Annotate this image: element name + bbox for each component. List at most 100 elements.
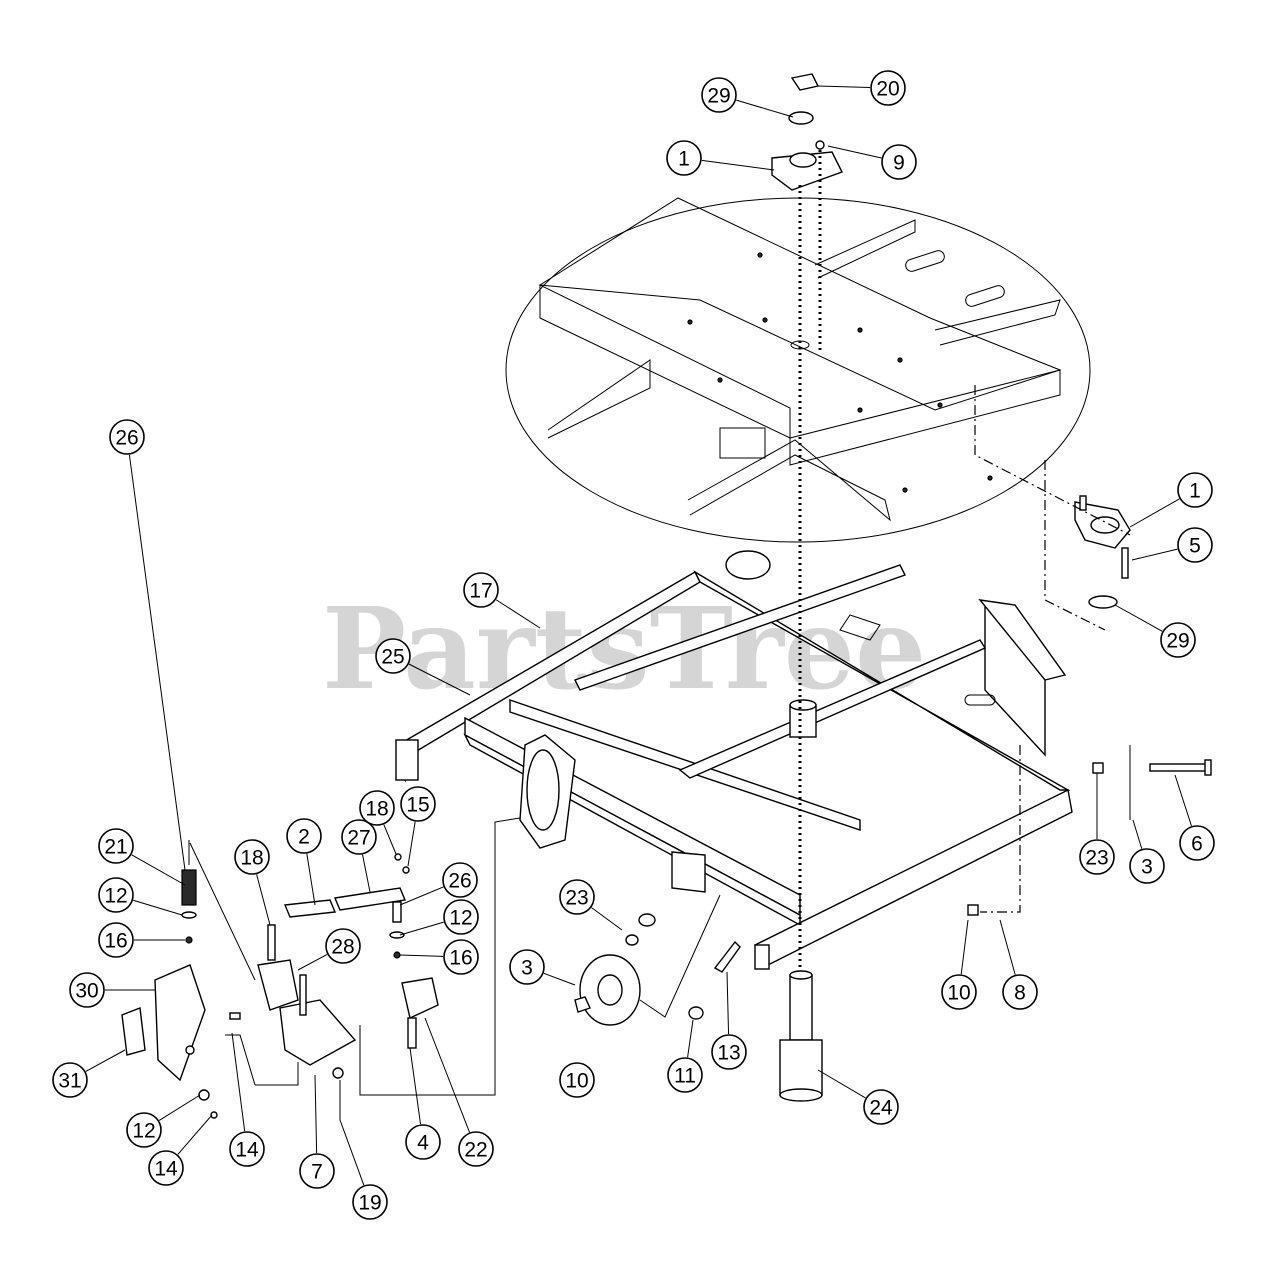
callout-label: 20 xyxy=(876,78,899,101)
callout-circle xyxy=(442,862,478,898)
callout-circle xyxy=(52,1062,88,1098)
callout-label: 28 xyxy=(331,936,354,959)
callout-circle xyxy=(509,949,545,985)
wheel-assembly xyxy=(519,734,741,1026)
callout-circle xyxy=(881,144,917,180)
callout-circle xyxy=(1177,472,1213,508)
callout-label: 4 xyxy=(417,1132,429,1155)
callout-leader xyxy=(736,99,794,118)
callout-circle xyxy=(234,839,270,875)
callout-leader xyxy=(131,854,186,886)
callout-leader xyxy=(1129,498,1180,528)
callout-leader xyxy=(362,854,371,893)
callout-leader xyxy=(1131,548,1178,561)
spindle-assembly xyxy=(779,970,823,1102)
callout-circle xyxy=(229,1131,265,1167)
callout-circle xyxy=(126,1112,162,1148)
callout-label: 19 xyxy=(358,1192,381,1215)
callout-leader xyxy=(177,1114,213,1155)
callout-circle xyxy=(1179,825,1215,861)
right-hardware xyxy=(967,745,1212,916)
callout-label: 2 xyxy=(298,826,310,849)
callout-leader xyxy=(409,1047,422,1125)
callout-circle xyxy=(286,818,322,854)
callout-leader xyxy=(687,1019,694,1058)
callout-leader xyxy=(383,824,397,855)
callout-circle xyxy=(299,1153,335,1189)
callout-circle xyxy=(863,1089,899,1125)
callout-label: 25 xyxy=(381,646,404,669)
callout-circle xyxy=(359,790,395,826)
callout-leader xyxy=(591,907,623,931)
watermark-text: PartsTree xyxy=(322,584,926,715)
callout-circle xyxy=(443,939,479,975)
callout-label: 21 xyxy=(104,836,127,859)
callout-leader xyxy=(133,899,183,916)
callout-circle xyxy=(941,974,977,1010)
callout-leader xyxy=(314,1074,318,1154)
callout-circle xyxy=(711,1034,747,1070)
top-bearing-assembly xyxy=(771,73,843,1000)
callout-leader xyxy=(726,971,730,1035)
callout-label: 27 xyxy=(347,827,370,850)
callout-leader xyxy=(701,159,775,171)
callout-leader xyxy=(827,145,882,159)
callout-circle xyxy=(1002,974,1038,1010)
callout-circle xyxy=(98,922,134,958)
callout-leader xyxy=(128,454,186,871)
callout-circle xyxy=(701,77,737,113)
callout-circle xyxy=(463,572,499,608)
callout-label: 29 xyxy=(707,85,730,108)
callout-circle xyxy=(559,879,595,915)
callout-leader xyxy=(399,954,444,957)
callout-leader xyxy=(399,921,444,936)
callout-label: 31 xyxy=(58,1070,81,1093)
callout-label: 30 xyxy=(75,980,98,1003)
callout-circle xyxy=(443,899,479,935)
callout-leader xyxy=(399,886,444,906)
callout-leader xyxy=(158,1094,201,1121)
callout-label: 23 xyxy=(565,887,588,910)
callout-leader xyxy=(817,85,871,88)
callout-circle xyxy=(148,1150,184,1186)
callout-circle xyxy=(405,1124,441,1160)
callout-circle xyxy=(375,638,411,674)
callout-circle xyxy=(98,828,134,864)
lift-linkage-assembly xyxy=(121,817,521,1120)
callout-label: 1 xyxy=(1189,480,1201,503)
callout-label: 5 xyxy=(1189,535,1201,558)
callout-label: 12 xyxy=(449,907,472,930)
callout-label: 16 xyxy=(104,930,127,953)
callout-label: 29 xyxy=(1166,630,1189,653)
callout-label: 9 xyxy=(893,152,905,175)
callout-label: 22 xyxy=(464,1139,487,1162)
callout-circle xyxy=(1129,848,1165,884)
callout-leader xyxy=(306,853,316,906)
callout-label: 18 xyxy=(365,798,388,821)
callout-label: 23 xyxy=(1085,847,1108,870)
callout-circle xyxy=(870,70,906,106)
callout-circle xyxy=(458,1131,494,1167)
callout-label: 11 xyxy=(674,1065,696,1088)
callout-label: 3 xyxy=(1141,856,1153,879)
callout-leader xyxy=(339,1119,365,1186)
callout-circle xyxy=(667,1057,703,1093)
callout-label: 15 xyxy=(406,794,429,817)
callout-leader xyxy=(408,663,471,696)
callout-leader xyxy=(297,954,328,971)
side-bearing-assembly xyxy=(974,385,1131,631)
callout-leader xyxy=(543,972,576,986)
callout-circle xyxy=(559,1062,595,1098)
callout-circle xyxy=(352,1184,388,1220)
callout-circle xyxy=(69,972,105,1008)
callout-circle xyxy=(341,819,377,855)
callout-leader xyxy=(495,599,541,629)
callout-circle xyxy=(1160,622,1196,658)
callout-circle xyxy=(666,140,702,176)
callout-circle xyxy=(109,419,145,455)
callout-label: 14 xyxy=(154,1158,178,1181)
callout-label: 18 xyxy=(240,847,263,870)
callout-label: 26 xyxy=(448,870,471,893)
callout-label: 6 xyxy=(1191,833,1203,856)
